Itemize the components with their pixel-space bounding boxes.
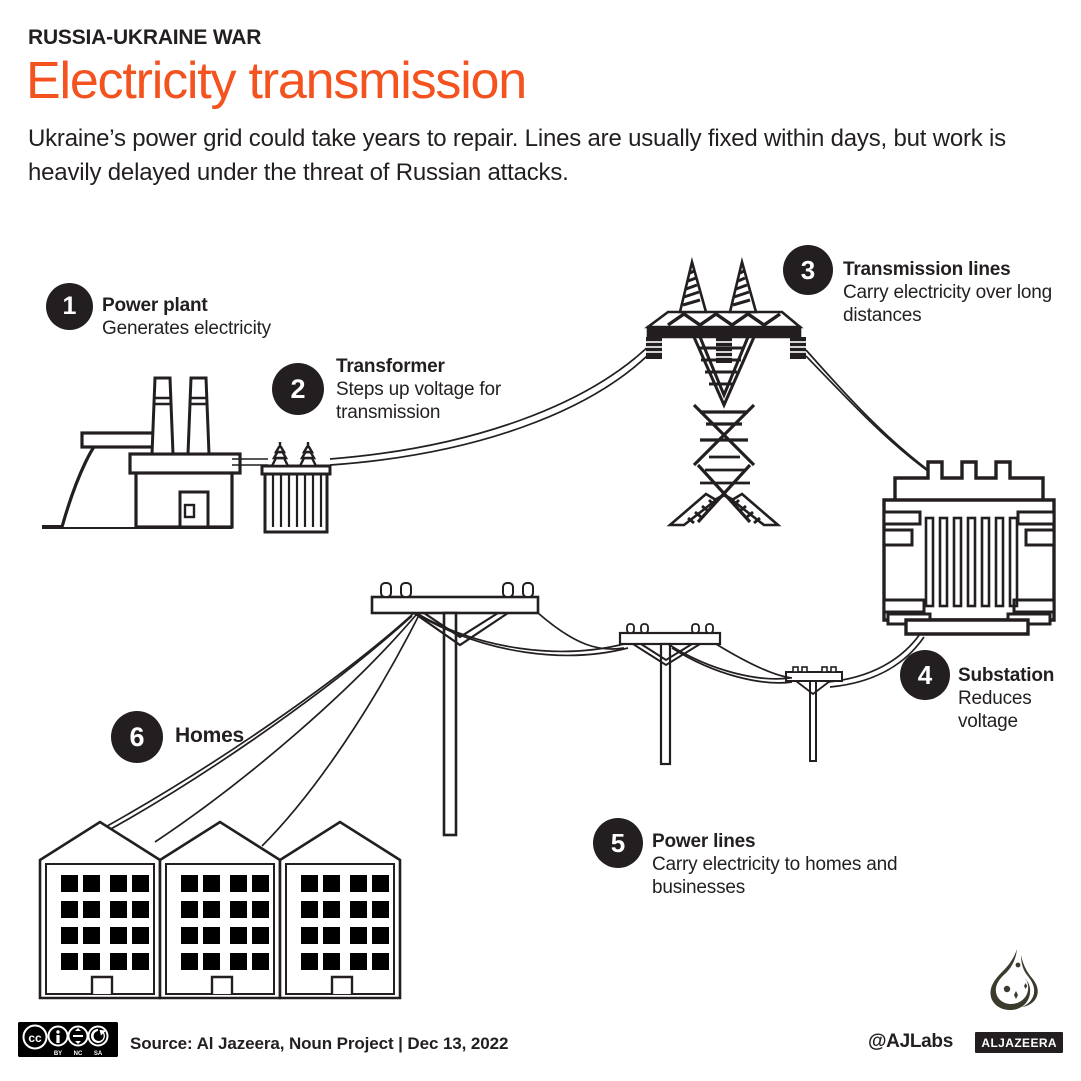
svg-text:BY: BY [54, 1051, 62, 1057]
svg-text:cc: cc [28, 1031, 42, 1045]
callout-desc-2: Steps up voltage for transmission [336, 379, 501, 424]
callout-title-4: Substation [958, 665, 1055, 686]
service-drop-lines [63, 612, 419, 855]
transmission-pylon-icon [644, 256, 806, 527]
svg-text:NC: NC [74, 1051, 83, 1057]
substation-transformer-icon [882, 460, 1056, 636]
standfirst-text: Ukraine’s power grid could take years to… [28, 125, 1006, 187]
kicker-label: RUSSIA-UKRAINE WAR [28, 26, 262, 49]
step-up-transformer-icon [260, 442, 332, 534]
callout-power-lines: Power lines Carry electricity to homes a… [652, 830, 902, 900]
callout-title-5: Power lines [652, 831, 756, 852]
al-jazeera-logo [990, 949, 1038, 1010]
aj-labs-handle: @AJLabs [867, 1031, 953, 1052]
power-plant-icon [42, 376, 242, 529]
step-badge-3: 3 [783, 245, 833, 295]
callout-substation: Substation Reduces voltage [958, 664, 1068, 734]
step-number-1: 1 [62, 292, 77, 320]
creative-commons-badge[interactable]: cc BY NC SA [18, 1022, 118, 1057]
utility-pole-icon-1 [370, 582, 540, 837]
al-jazeera-wordmark: ALJAZEERA [975, 1032, 1063, 1053]
callout-title-6: Homes [175, 724, 245, 747]
callout-title-3: Transmission lines [843, 259, 1011, 280]
utility-pole-icon-3 [785, 666, 843, 762]
step-badge-4: 4 [900, 650, 950, 700]
step-badge-6: 6 [111, 711, 163, 763]
step-badge-1: 1 [46, 283, 93, 330]
callout-desc-1: Generates electricity [102, 318, 271, 340]
step-badge-2: 2 [272, 363, 324, 415]
callout-title-2: Transformer [336, 356, 445, 377]
wire-transformer-to-pylon [329, 339, 658, 466]
svg-text:SA: SA [94, 1051, 103, 1057]
callout-homes: Homes [175, 723, 244, 749]
step-number-3: 3 [800, 254, 816, 285]
page-title: Electricity transmission [26, 52, 527, 110]
distribution-lines [415, 612, 793, 684]
step-badge-5: 5 [593, 818, 643, 868]
callout-transformer: Transformer Steps up voltage for transmi… [336, 355, 536, 425]
source-credit: Source: Al Jazeera, Noun Project | Dec 1… [130, 1034, 509, 1053]
callout-desc-5: Carry electricity to homes and businesse… [652, 854, 898, 899]
wire-pylon-to-substation [805, 349, 933, 475]
callout-desc-3: Carry electricity over long distances [843, 282, 1052, 327]
apartment-building-icon-3 [278, 820, 402, 1000]
apartment-building-icon-1 [38, 820, 162, 1000]
step-number-6: 6 [129, 721, 145, 752]
callout-title-1: Power plant [102, 295, 208, 316]
step-number-2: 2 [290, 373, 306, 404]
step-number-4: 4 [917, 659, 933, 690]
callout-transmission-lines: Transmission lines Carry electricity ove… [843, 258, 1058, 328]
apartment-building-icon-2 [158, 820, 282, 1000]
callout-desc-4: Reduces voltage [958, 688, 1032, 733]
callout-power-plant: Power plant Generates electricity [102, 294, 271, 340]
utility-pole-icon-2 [618, 623, 722, 766]
step-number-5: 5 [610, 827, 626, 858]
